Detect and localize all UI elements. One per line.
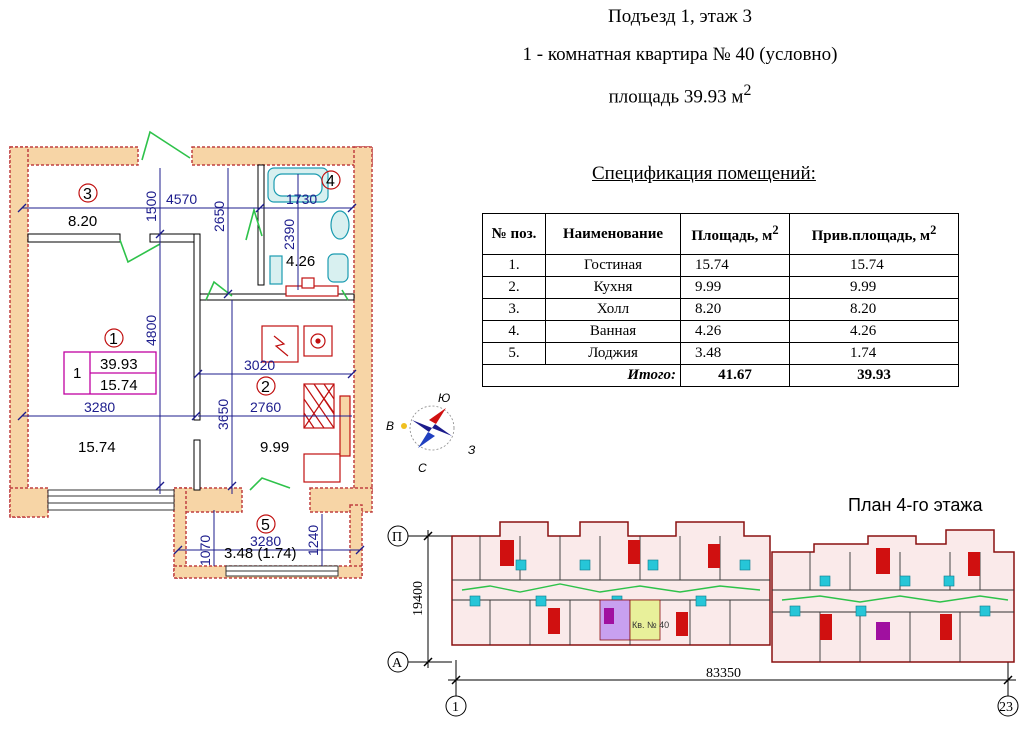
axis-right: 23	[999, 700, 1013, 715]
dim-3280-loggia: 3280	[250, 533, 281, 549]
dim-3280-living: 3280	[84, 399, 115, 415]
apartment-40-highlight: Кв. № 40	[599, 599, 890, 641]
partitions	[27, 164, 355, 491]
area-kitchen: 9.99	[260, 439, 289, 456]
axis-bottom: А	[392, 656, 403, 671]
col-area-sup: 2	[772, 223, 779, 237]
width-dim: 83350	[706, 666, 741, 681]
area-texts: 8.20 4.26 15.74 9.99 3.48 (1.74)	[68, 213, 315, 562]
room-number-4: 4	[326, 173, 335, 190]
area-loggia: 3.48 (1.74)	[224, 545, 297, 562]
tag-living: 15.74	[100, 377, 138, 394]
windows	[47, 489, 339, 577]
spec-table: № поз. Наименование Площадь, м2 Прив.пло…	[482, 213, 959, 387]
total-label: Итого:	[482, 364, 681, 387]
tag-total: 39.93	[100, 356, 138, 373]
cell-name: Гостиная	[545, 254, 681, 277]
area-living: 15.74	[78, 439, 116, 456]
cell-reduced: 9.99	[789, 276, 959, 299]
col-reduced-text: Прив.площадь, м	[811, 228, 931, 244]
dim-3650: 3650	[215, 399, 231, 430]
height-dim: 19400	[411, 581, 426, 616]
cell-name: Кухня	[545, 276, 681, 299]
axis-top: П	[392, 530, 402, 545]
tag-num: 1	[73, 365, 81, 382]
doors	[119, 130, 349, 491]
dimension-texts: 4570 1730 1500 2650 2390 4800 3020 3650 …	[84, 191, 321, 566]
title-apartment: 1 - комнатная квартира № 40 (условно)	[522, 44, 838, 65]
axis-left: 1	[452, 700, 459, 715]
title-entrance-floor: Подъезд 1, этаж 3	[608, 6, 752, 27]
apartment-plan: 4570 1730 1500 2650 2390 4800 3020 3650 …	[9, 130, 373, 579]
dimension-lines	[22, 168, 360, 566]
apartment-40-label: Кв. № 40	[632, 620, 669, 630]
room-number-2: 2	[261, 379, 270, 396]
dim-2390: 2390	[281, 219, 297, 250]
floor-plan-title: План 4-го этажа	[848, 495, 983, 515]
col-area: Площадь, м2	[680, 213, 790, 255]
title-area: площадь 39.93 м2	[470, 82, 890, 108]
cell-area: 9.99	[680, 276, 790, 299]
apartment-tag: 1 39.93 15.74	[63, 351, 157, 395]
area-text: площадь 39.93 м	[608, 86, 744, 108]
total-reduced: 39.93	[789, 364, 959, 387]
col-area-text: Площадь, м	[691, 228, 773, 244]
dim-2650: 2650	[211, 201, 227, 232]
room-markers: 3 4 1 2 5	[78, 170, 341, 534]
cell-name: Лоджия	[545, 342, 681, 365]
dim-1240: 1240	[305, 525, 321, 556]
floor-plan: П А 1 23 19400 83350	[387, 521, 1019, 717]
fixtures-red	[500, 540, 980, 640]
spec-title: Спецификация помещений:	[592, 163, 816, 184]
col-reduced-sup: 2	[930, 223, 937, 237]
cell-area: 4.26	[680, 320, 790, 343]
dimension-ticks	[17, 203, 365, 555]
dim-3020: 3020	[244, 357, 275, 373]
dim-4570: 4570	[166, 191, 197, 207]
dim-4800: 4800	[143, 315, 159, 346]
cell-reduced: 8.20	[789, 298, 959, 321]
area-unit-sup: 2	[743, 82, 752, 99]
dim-1070: 1070	[197, 535, 213, 566]
bath-sink	[285, 277, 339, 297]
compass-n: Ю	[438, 391, 450, 405]
building-outline	[451, 521, 1015, 663]
cell-area: 15.74	[680, 254, 790, 277]
room-number-5: 5	[261, 517, 270, 534]
compass-s: С	[418, 461, 427, 475]
compass-w: В	[386, 419, 394, 433]
cell-area: 8.20	[680, 298, 790, 321]
dim-1500: 1500	[143, 191, 159, 222]
dim-2760: 2760	[250, 399, 281, 415]
area-hall: 8.20	[68, 213, 97, 230]
area-bath: 4.26	[286, 253, 315, 270]
col-pos: № поз.	[482, 213, 546, 255]
compass: Ю В З С	[386, 391, 476, 475]
door-markers-green	[461, 583, 1009, 603]
room-number-1: 1	[109, 331, 118, 348]
kitchen-fixtures	[261, 325, 351, 483]
compass-e: З	[468, 443, 476, 457]
dim-1730: 1730	[286, 191, 317, 207]
room-number-3: 3	[83, 186, 92, 203]
axis-markers: П А 1 23 19400 83350	[387, 525, 1019, 717]
